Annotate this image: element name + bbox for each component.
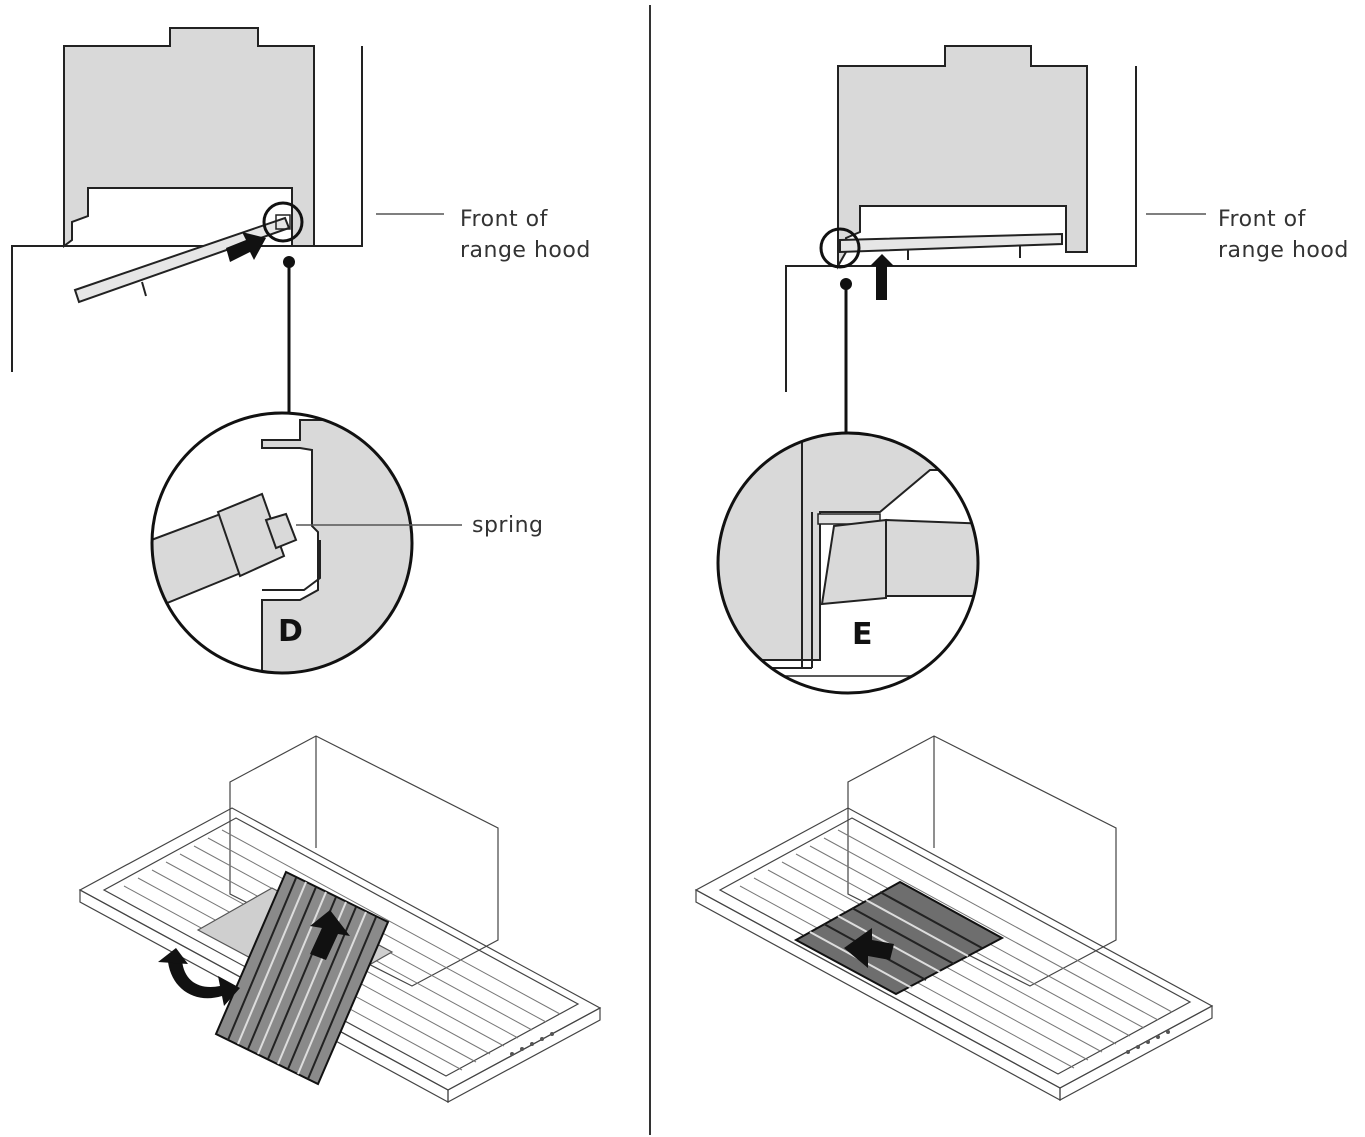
right-push-arrow [870,254,894,300]
left-cross-section [11,27,444,413]
left-removed-filter [214,870,390,1086]
left-hood-body [63,27,315,248]
detail-e [716,431,980,695]
right-installed-filter [793,880,1005,996]
right-front-label-line1: Front of [1218,207,1307,232]
right-slide-arrow [844,928,894,968]
detail-d-letter: D [278,614,303,649]
right-cross-section [785,45,1206,433]
spring-label: spring [472,513,544,538]
left-rotate-arrow [168,960,240,1006]
left-detail-marker [262,201,304,243]
left-isometric-hood [78,735,602,1104]
left-lift-arrow [310,910,350,960]
left-push-arrow [226,232,266,262]
right-isometric-hood [694,735,1214,1102]
left-front-label-line1: Front of [460,207,549,232]
left-filter-tilted [73,216,291,304]
left-front-label-line2: range hood [460,238,591,263]
detail-e-letter: E [852,617,873,652]
right-hood-body [837,45,1088,270]
right-front-label-line2: range hood [1218,238,1349,263]
right-detail-marker [819,227,861,269]
right-filter-closed [839,232,1063,260]
